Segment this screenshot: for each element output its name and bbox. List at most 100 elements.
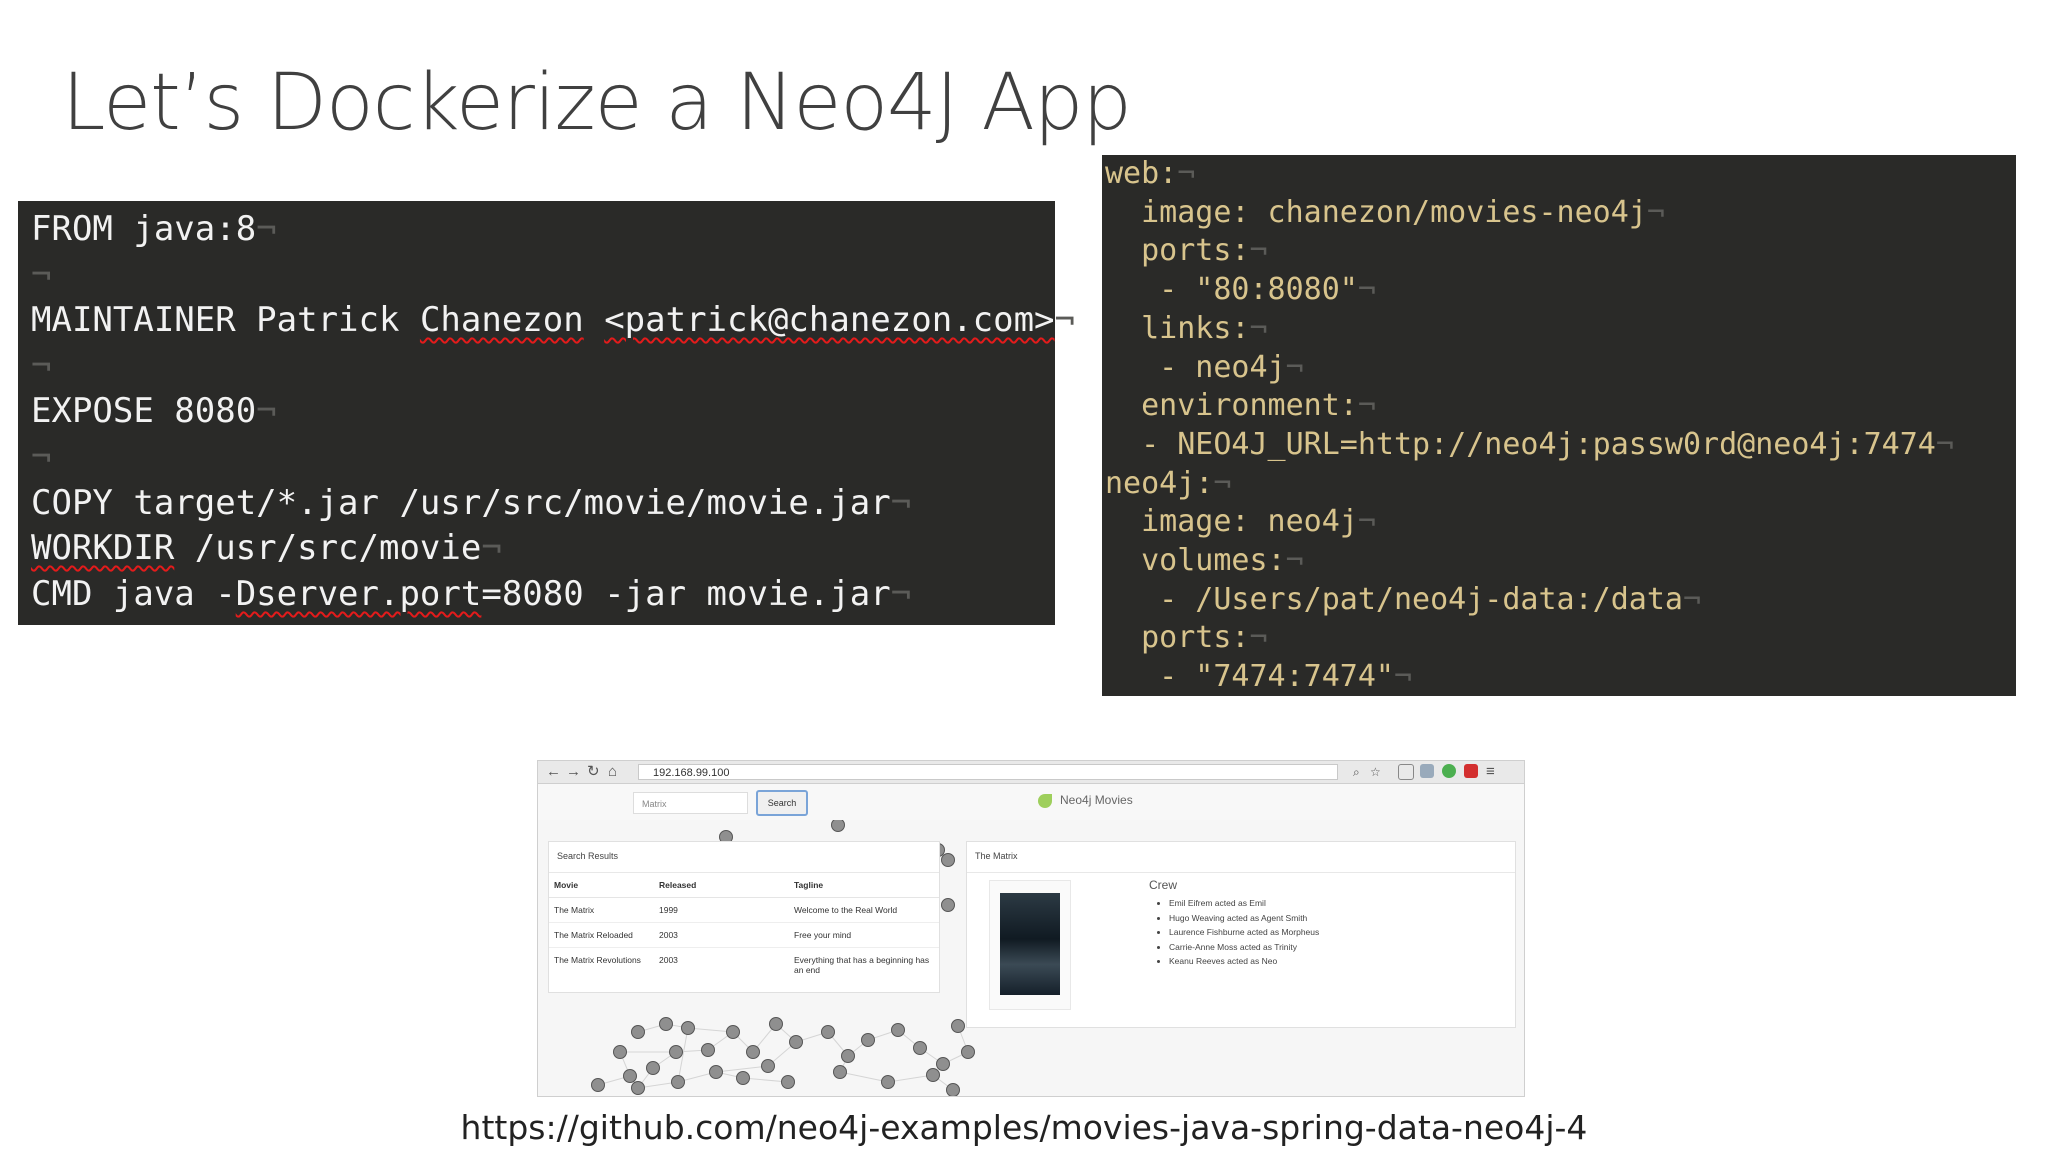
movie-details-panel: The Matrix Crew Emil Eifrem acted as Emi… (966, 841, 1516, 1028)
graph-node (841, 1049, 855, 1063)
line-end-marker: ¬ (1177, 156, 1196, 191)
graph-node (669, 1045, 683, 1059)
compose-code-line: neo4j:¬ (1105, 465, 1232, 501)
graph-node (946, 1083, 960, 1096)
spellcheck-flag: <patrick@chanezon.com> (604, 300, 1055, 341)
compose-code-line: image: neo4j¬ (1105, 504, 1376, 540)
compose-code-line: - NEO4J_URL=http://neo4j:passw0rd@neo4j:… (1105, 426, 1954, 462)
crew-list: Emil Eifrem acted as Emil Hugo Weaving a… (1159, 896, 1319, 969)
browser-screenshot: ← → ↻ ⌂ 192.168.99.100 ⌕ ☆ ≡ Matrix Sear… (537, 760, 1525, 1097)
back-arrow-icon: ← (546, 763, 561, 780)
crew-item: Carrie-Anne Moss acted as Trinity (1169, 940, 1319, 955)
compose-code-line: - "80:8080"¬ (1105, 272, 1376, 308)
repository-url: https://github.com/neo4j-examples/movies… (460, 1108, 1588, 1147)
graph-node (951, 1019, 965, 1033)
results-header-row: Movie Released Tagline (549, 873, 939, 898)
column-header: Movie (549, 873, 654, 898)
forward-arrow-icon: → (566, 763, 581, 780)
column-header: Released (654, 873, 789, 898)
app-brand: Neo4j Movies (1038, 793, 1133, 808)
compose-code-line: links:¬ (1105, 310, 1268, 346)
graph-node (891, 1023, 905, 1037)
cell-movie: The Matrix Revolutions (549, 947, 654, 982)
dockerfile-code-line: MAINTAINER Patrick Chanezon <patrick@cha… (31, 300, 1076, 341)
graph-node (659, 1017, 673, 1031)
app-name: Neo4j Movies (1060, 793, 1133, 807)
dockerfile-code-line: EXPOSE 8080¬ (31, 391, 277, 432)
search-button: Search (756, 790, 808, 816)
line-end-marker: ¬ (256, 391, 277, 432)
address-bar: 192.168.99.100 (638, 764, 1338, 780)
extension-icon (1398, 764, 1414, 780)
cell-movie: The Matrix Reloaded (549, 922, 654, 948)
line-end-marker: ¬ (1054, 300, 1076, 341)
cell-tagline: Free your mind (789, 922, 939, 948)
graph-node (631, 1025, 645, 1039)
browser-toolbar: ← → ↻ ⌂ 192.168.99.100 ⌕ ☆ ≡ (538, 761, 1524, 784)
graph-node (789, 1035, 803, 1049)
graph-node (769, 1017, 783, 1031)
search-results-panel: Search Results Movie Released Tagline Th… (548, 841, 940, 993)
compose-code-line: web:¬ (1105, 156, 1196, 191)
graph-node (761, 1059, 775, 1073)
line-end-marker: ¬ (1249, 620, 1268, 656)
spellcheck-flag: WORKDIR (31, 528, 175, 569)
graph-node (926, 1068, 940, 1082)
column-header: Tagline (789, 873, 939, 898)
compose-code-line: volumes:¬ (1105, 543, 1304, 579)
line-end-marker: ¬ (890, 482, 912, 523)
docker-compose-code-panel: web:¬ image: chanezon/movies-neo4j¬ port… (1102, 155, 2016, 696)
graph-node (631, 1081, 645, 1095)
line-end-marker: ¬ (1249, 310, 1268, 346)
graph-node (913, 1041, 927, 1055)
line-end-marker: ¬ (1935, 426, 1954, 462)
line-end-marker: ¬ (256, 209, 277, 249)
compose-code-line: - /Users/pat/neo4j-data:/data¬ (1105, 581, 1702, 617)
graph-node (591, 1078, 605, 1092)
crew-item: Emil Eifrem acted as Emil (1169, 896, 1319, 911)
table-row: The Matrix 1999 Welcome to the Real Worl… (549, 897, 939, 923)
movie-poster-card (989, 880, 1071, 1010)
crew-item: Keanu Reeves acted as Neo (1169, 954, 1319, 969)
compose-code-line: - "7474:7474"¬ (1105, 659, 1413, 695)
graph-node (941, 898, 955, 912)
graph-node (681, 1021, 695, 1035)
extension-icon (1420, 764, 1434, 778)
graph-node (623, 1069, 637, 1083)
table-row: The Matrix Reloaded 2003 Free your mind (549, 922, 939, 948)
app-navbar: Matrix Search Neo4j Movies (538, 784, 1524, 820)
cell-tagline: Welcome to the Real World (789, 897, 939, 923)
cell-movie: The Matrix (549, 897, 654, 923)
compose-code-line: image: chanezon/movies-neo4j¬ (1105, 194, 1665, 230)
graph-edge (839, 1071, 889, 1083)
graph-node (833, 1065, 847, 1079)
results-table: Movie Released Tagline The Matrix 1999 W… (549, 873, 939, 982)
graph-edge (887, 1074, 934, 1083)
graph-node (646, 1061, 660, 1075)
graph-node (701, 1043, 715, 1057)
line-end-marker: ¬ (31, 254, 52, 295)
crew-item: Hugo Weaving acted as Agent Smith (1169, 911, 1319, 926)
graph-node (831, 820, 845, 832)
spellcheck-flag: Dserver.port (235, 573, 482, 614)
reload-icon: ↻ (587, 763, 600, 780)
zoom-icon: ⌕ (1353, 765, 1360, 779)
table-row: The Matrix Revolutions 2003 Everything t… (549, 947, 939, 982)
spellcheck-flag: Chanezon (419, 300, 584, 341)
bookmark-star-icon: ☆ (1370, 765, 1381, 779)
crew-item: Laurence Fishburne acted as Morpheus (1169, 925, 1319, 940)
neo4j-logo-icon (1038, 793, 1052, 808)
graph-edge (687, 1027, 734, 1033)
line-end-marker: ¬ (31, 436, 52, 477)
graph-node (941, 853, 955, 867)
line-end-marker: ¬ (1249, 233, 1268, 269)
line-end-marker: ¬ (1682, 581, 1702, 617)
dockerfile-code-line: ¬ (31, 435, 1055, 481)
graph-node (746, 1045, 760, 1059)
compose-code-line: ports:¬ (1105, 233, 1268, 269)
graph-node (936, 1057, 950, 1071)
line-end-marker: ¬ (890, 573, 912, 614)
graph-node (781, 1075, 795, 1089)
graph-edge (677, 1027, 689, 1083)
dockerfile-code-line: ¬ (31, 253, 1055, 299)
